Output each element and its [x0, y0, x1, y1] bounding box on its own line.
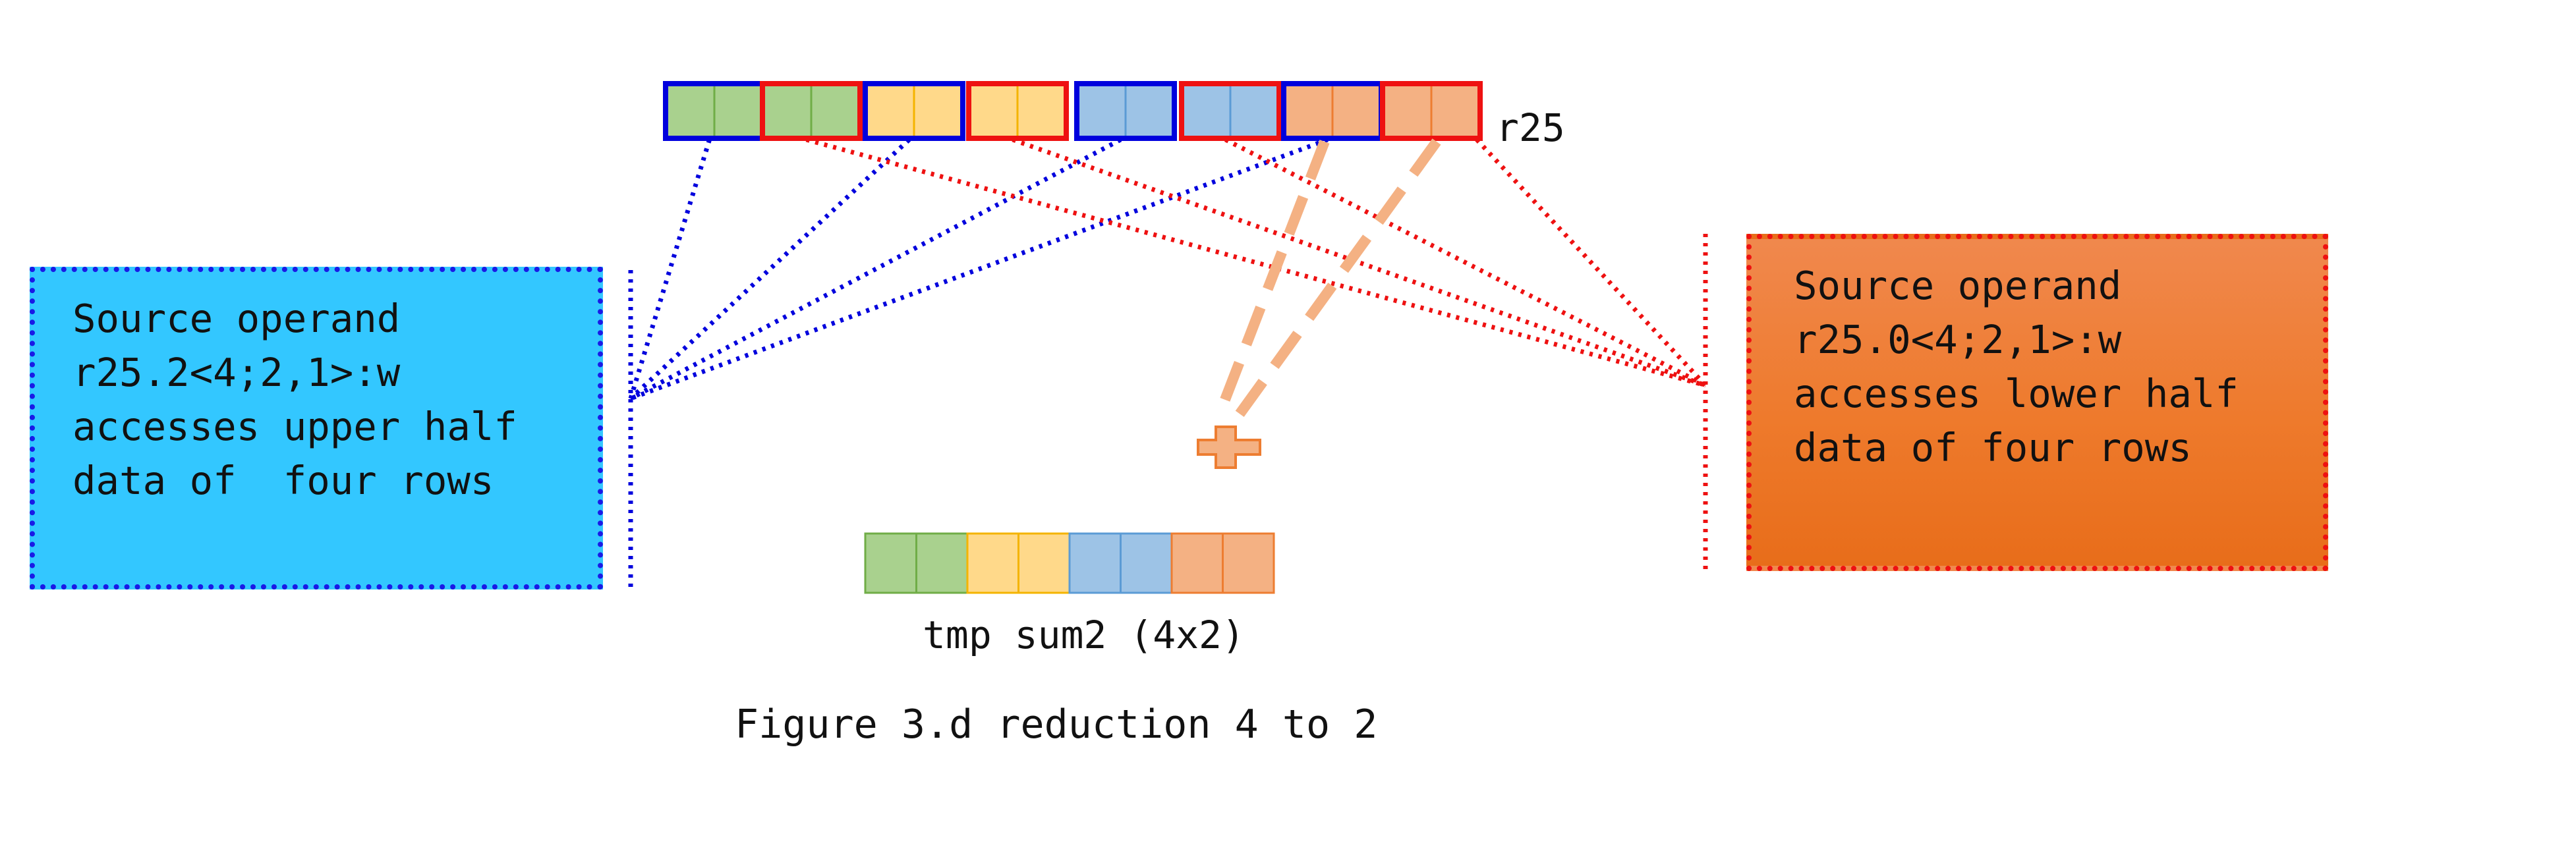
- upper-operand-connector: [629, 137, 1329, 401]
- register-name-label: r25: [1496, 105, 1565, 150]
- result-cell: [1170, 532, 1275, 594]
- result-cell: [966, 532, 1071, 594]
- lower-operand-connector: [1224, 137, 1707, 388]
- register-cell: [1281, 81, 1384, 141]
- register-cell: [1380, 81, 1483, 141]
- sum-input-line: [1214, 140, 1330, 417]
- lower-operand-box: Source operand r25.0<4;2,1>:w accesses l…: [1746, 234, 2328, 571]
- figure-caption: Figure 3.d reduction 4 to 2: [735, 701, 1378, 748]
- register-cell: [1179, 81, 1282, 141]
- connector-lines: [628, 137, 1707, 401]
- plus-icon: [1197, 425, 1261, 469]
- upper-operand-connector: [629, 137, 1122, 401]
- lower-operand-connector: [805, 137, 1706, 388]
- lower-operand-text: Source operand r25.0<4;2,1>:w accesses l…: [1794, 263, 2239, 470]
- register-cell: [863, 81, 965, 141]
- result-label: tmp sum2 (4x2): [923, 613, 1245, 657]
- lower-operand-connector: [1475, 138, 1707, 387]
- sum-connector-lines: [1214, 138, 1441, 418]
- result-cell: [864, 532, 969, 594]
- register-cell: [760, 81, 863, 141]
- upper-operand-text: Source operand r25.2<4;2,1>:w accesses u…: [72, 296, 517, 503]
- result-tmp-sum2: [864, 532, 1275, 594]
- upper-operand-box: Source operand r25.2<4;2,1>:w accesses u…: [30, 267, 603, 590]
- result-cell: [1068, 532, 1173, 594]
- register-cell: [966, 81, 1069, 141]
- register-r25: [663, 81, 1483, 141]
- upper-operand-connector: [629, 138, 911, 400]
- register-cell: [1074, 81, 1177, 141]
- lower-operand-connector: [1012, 137, 1707, 388]
- register-cell: [663, 81, 766, 141]
